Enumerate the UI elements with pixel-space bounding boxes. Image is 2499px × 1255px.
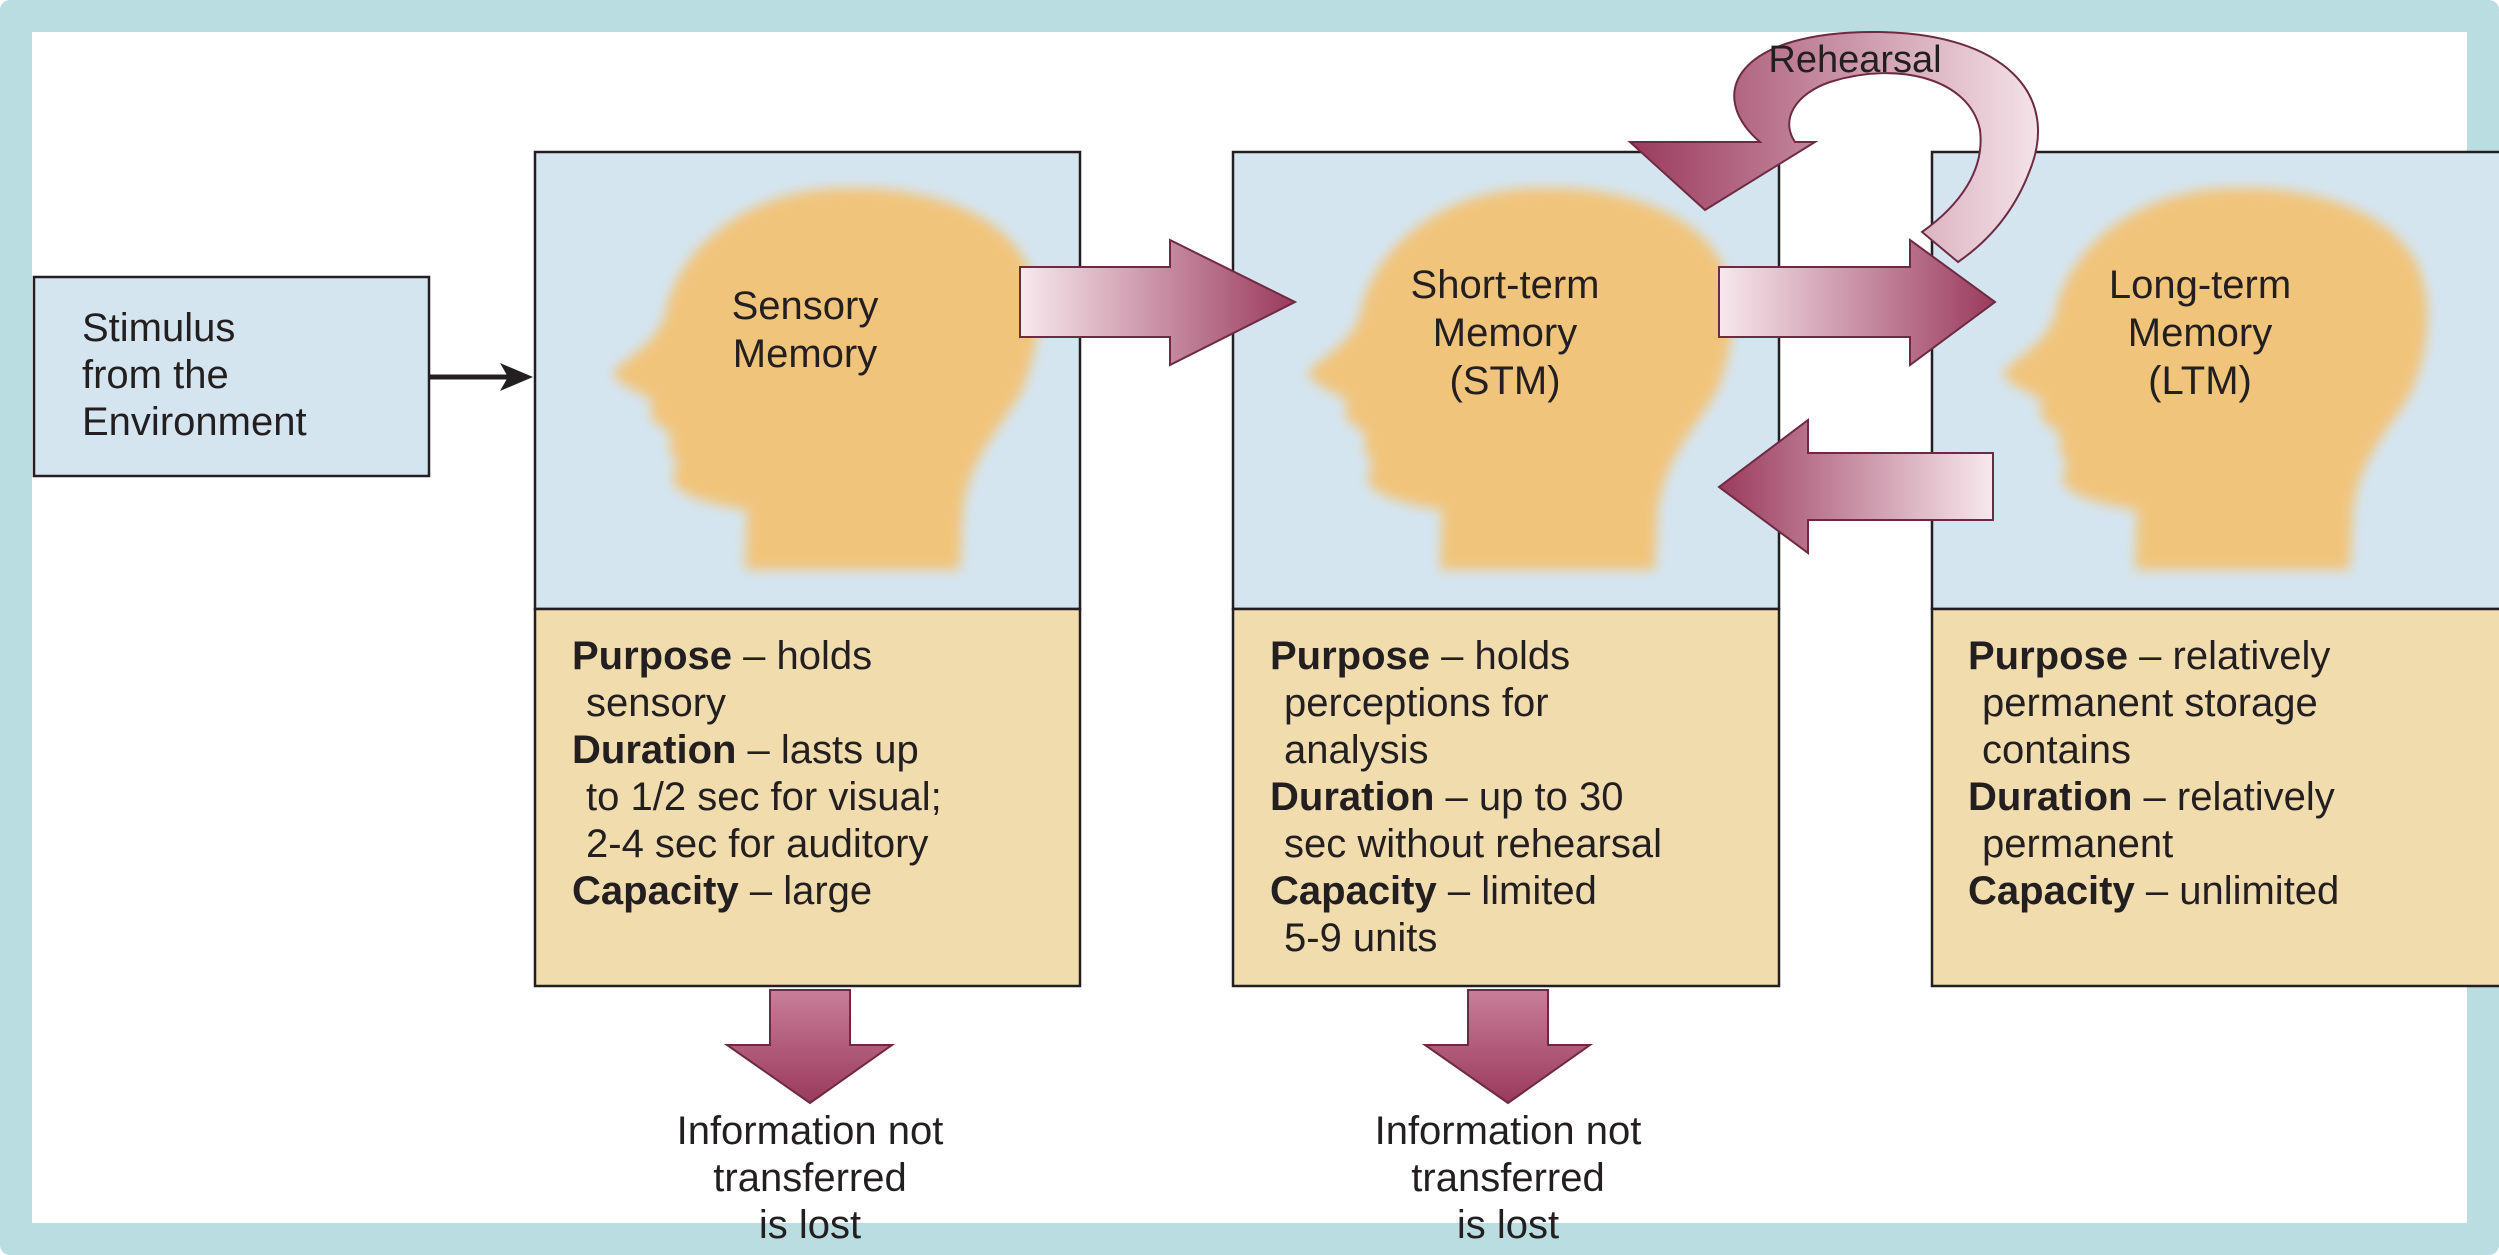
stm-head-icon — [1308, 187, 1733, 570]
sensory-title-line: Sensory — [731, 284, 879, 328]
rehearsal-label: Rehearsal — [1768, 39, 1942, 81]
ltm-head-icon — [2003, 187, 2428, 570]
duration-cont: 2-4 sec for auditory — [586, 822, 929, 866]
purpose-text: – holds — [732, 634, 873, 678]
duration-label: Duration — [572, 728, 737, 772]
purpose-cont: sensory — [586, 681, 727, 725]
purpose-cont: analysis — [1284, 728, 1429, 772]
ltm-details: Purpose – relatively permanent storage c… — [1968, 633, 2339, 915]
lost-line: transferred — [713, 1156, 907, 1200]
stm-title-line: Short-term — [1410, 263, 1600, 307]
stimulus-line: from the — [82, 353, 229, 397]
duration-text: – relatively — [2132, 775, 2335, 819]
purpose-text: – relatively — [2128, 634, 2331, 678]
capacity-label: Capacity — [1968, 869, 2135, 913]
stm-to-ltm-arrow — [1718, 238, 1997, 367]
sensory-title-line: Memory — [732, 332, 878, 376]
duration-cont: to 1/2 sec for visual; — [586, 775, 942, 819]
ltm-box-bottom — [1930, 607, 2499, 988]
purpose-cont: perceptions for — [1284, 681, 1549, 725]
stm-title-line: (STM) — [1449, 359, 1561, 403]
stimulus-label: Stimulus from the Environment — [82, 305, 307, 446]
ltm-title-line: (LTM) — [2148, 359, 2252, 403]
purpose-cont: permanent storage — [1982, 681, 2318, 725]
duration-cont: permanent — [1982, 822, 2174, 866]
capacity-text: – unlimited — [2134, 869, 2340, 913]
lost-line: is lost — [1456, 1203, 1560, 1247]
sensory-details: Purpose – holds sensory Duration – lasts… — [572, 633, 942, 915]
stimulus-box — [32, 275, 431, 478]
capacity-cont: 5-9 units — [1284, 916, 1438, 960]
ltm-title-line: Memory — [2127, 311, 2273, 355]
stm-title: Short-term Memory (STM) — [1320, 261, 1690, 405]
stimulus-line: Stimulus — [82, 306, 236, 350]
stm-details: Purpose – holds perceptions for analysis… — [1270, 633, 1662, 962]
duration-cont: sec without rehearsal — [1284, 822, 1662, 866]
capacity-label: Capacity — [1270, 869, 1437, 913]
stimulus-line: Environment — [82, 400, 307, 444]
lost-line: is lost — [758, 1203, 862, 1247]
duration-text: – up to 30 — [1434, 775, 1624, 819]
sensory-head-icon — [613, 187, 1038, 570]
ltm-title-line: Long-term — [2108, 263, 2292, 307]
stm-lost-label: Information not transferred is lost — [1298, 1108, 1718, 1249]
stm-down-arrow — [1421, 989, 1594, 1105]
stimulus-arrowhead — [500, 363, 533, 391]
ltm-title: Long-term Memory (LTM) — [2015, 261, 2385, 405]
sensory-down-arrow — [723, 989, 896, 1105]
sensory-box-bottom — [533, 607, 1082, 988]
sensory-title: Sensory Memory — [620, 282, 990, 378]
stm-box-bottom — [1231, 607, 1781, 988]
lost-line: transferred — [1411, 1156, 1605, 1200]
capacity-text: – limited — [1436, 869, 1597, 913]
purpose-label: Purpose — [1968, 634, 2129, 678]
duration-label: Duration — [1968, 775, 2133, 819]
stm-title-line: Memory — [1432, 311, 1578, 355]
capacity-label: Capacity — [572, 869, 739, 913]
lost-line: Information not — [1374, 1109, 1642, 1153]
purpose-text: – holds — [1430, 634, 1571, 678]
rehearsal-loop-arrow — [1627, 30, 2040, 264]
capacity-text: – large — [738, 869, 873, 913]
sensory-to-stm-arrow — [1019, 238, 1298, 367]
duration-label: Duration — [1270, 775, 1435, 819]
purpose-label: Purpose — [1270, 634, 1431, 678]
purpose-label: Purpose — [572, 634, 733, 678]
lost-line: Information not — [676, 1109, 944, 1153]
duration-text: – lasts up — [736, 728, 919, 772]
purpose-cont: contains — [1982, 728, 2131, 772]
ltm-to-stm-arrow — [1717, 417, 1994, 555]
sensory-lost-label: Information not transferred is lost — [600, 1108, 1020, 1249]
